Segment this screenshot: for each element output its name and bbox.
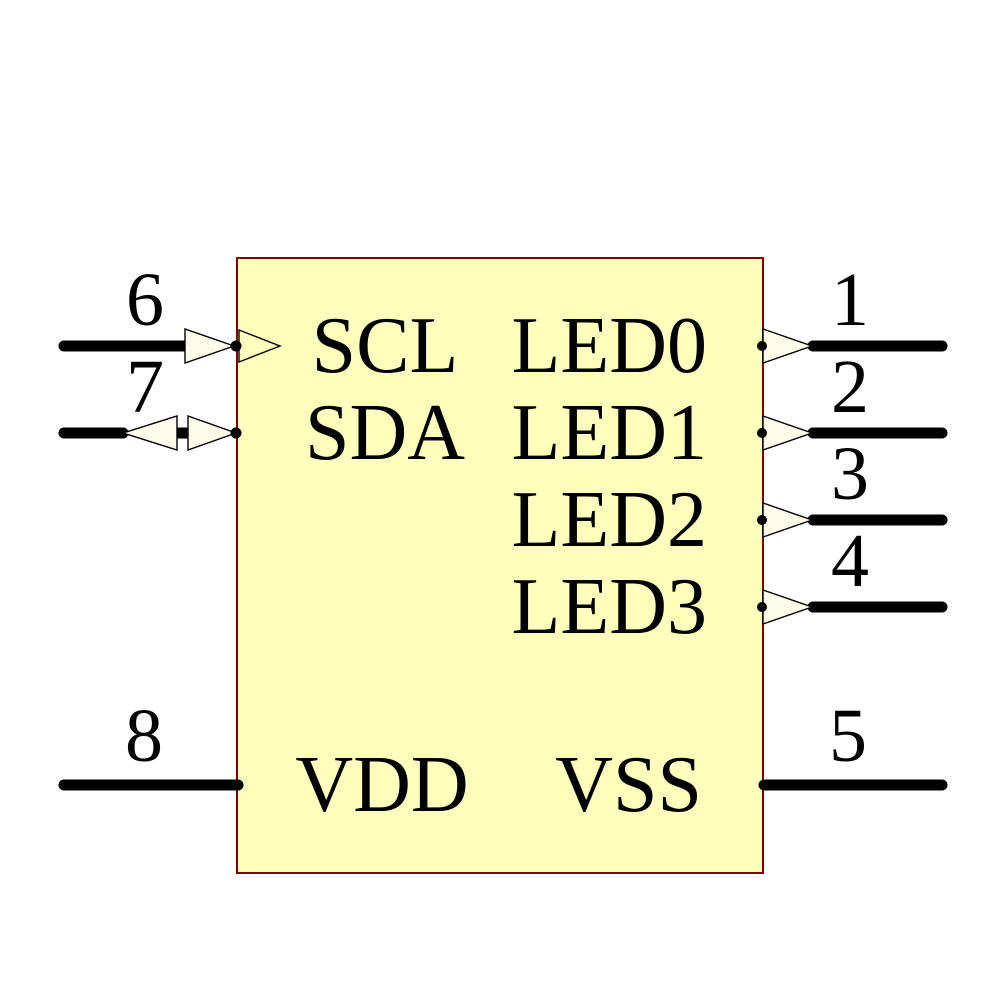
- pin-led0-connection-dot: [757, 341, 767, 351]
- pin-label: LED2: [511, 476, 707, 564]
- pin-vdd: 8 VDD: [58, 694, 469, 829]
- pin-led1-output-arrow-icon: [762, 415, 815, 451]
- pin-label: LED0: [511, 302, 707, 390]
- pin-number: 2: [831, 345, 869, 429]
- pin-label: SCL: [312, 302, 459, 390]
- pin-number: 1: [831, 258, 869, 342]
- pin-number: 8: [125, 694, 163, 778]
- pin-number: 4: [831, 519, 869, 603]
- pin-led3-output-arrow-icon: [762, 589, 815, 625]
- pin-sda-in-arrow-icon: [187, 415, 239, 451]
- pin-led2: 3 LED2: [511, 432, 948, 564]
- pin-number: 3: [831, 432, 869, 516]
- pin-scl: 6 SCL: [58, 258, 459, 390]
- pin-led3-connection-dot: [757, 602, 767, 612]
- pin-led1-connection-dot: [757, 428, 767, 438]
- pin-label: SDA: [305, 389, 465, 477]
- pin-number: 7: [126, 345, 164, 429]
- pin-led2-connection-dot: [757, 515, 767, 525]
- pin-sda: 7 SDA: [58, 345, 465, 477]
- pin-led2-output-arrow-icon: [762, 502, 815, 538]
- pin-led0: 1 LED0: [511, 258, 948, 390]
- pin-label: VDD: [295, 741, 468, 829]
- pin-led1: 2 LED1: [511, 345, 948, 477]
- pin-vss: 5 VSS: [555, 694, 948, 829]
- pin-number: 5: [829, 694, 867, 778]
- pin-sda-connection-dot: [230, 427, 242, 439]
- pin-label: LED1: [511, 389, 707, 477]
- pin-number: 6: [126, 258, 164, 342]
- pin-label: VSS: [555, 741, 702, 829]
- pin-scl-connection-dot: [230, 340, 242, 352]
- pin-led0-output-arrow-icon: [762, 328, 815, 364]
- pin-label: LED3: [511, 563, 707, 651]
- pin-sda-out-arrow-icon: [120, 415, 178, 451]
- component-body: [236, 257, 764, 874]
- pin-led3: 4 LED3: [511, 519, 948, 651]
- pin-scl-input-arrow-icon: [184, 328, 237, 364]
